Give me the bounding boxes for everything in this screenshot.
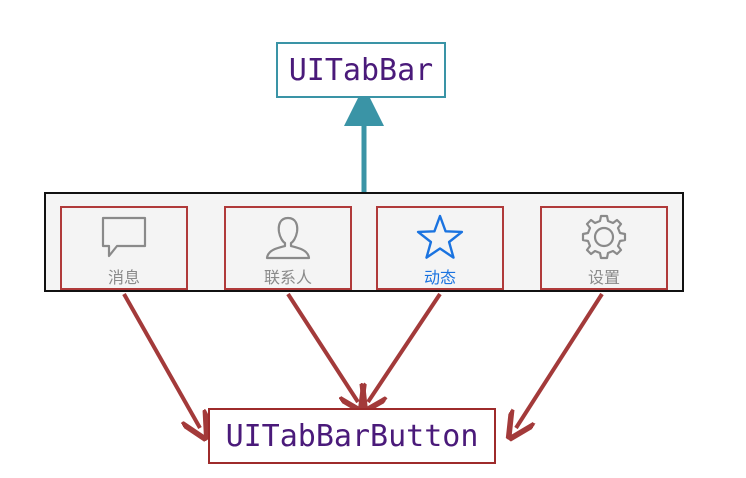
tab-messages[interactable]: 消息 [60,206,188,290]
tab-contacts[interactable]: 联系人 [224,206,352,290]
tab-label: 动态 [423,268,456,287]
contact-person-icon [265,216,311,260]
button-arrow-3 [368,292,442,402]
tab-label: 联系人 [263,268,312,287]
tab-label: 设置 [587,268,620,287]
uitabbarbutton-label: UITabBarButton [208,408,496,464]
chat-bubble-icon [101,216,147,258]
tab-label: 消息 [107,268,140,287]
button-arrow-4 [516,292,604,428]
button-arrow-2 [286,292,358,402]
button-arrow-1 [122,293,200,428]
gear-icon [581,214,627,260]
star-icon [416,214,464,259]
uitabbar-label: UITabBar [276,42,446,98]
tab-settings[interactable]: 设置 [540,206,668,290]
tab-moments[interactable]: 动态 [376,206,504,290]
tab-bar: 消息 联系人 动态 设置 [44,192,684,292]
